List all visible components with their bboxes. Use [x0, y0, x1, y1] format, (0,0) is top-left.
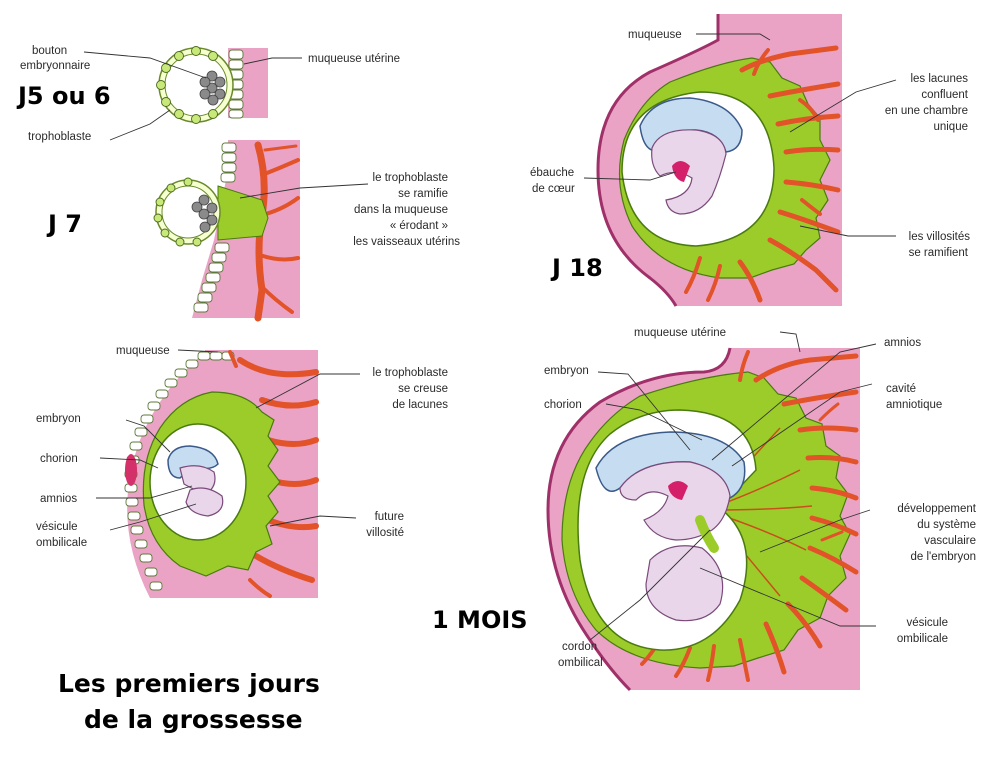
label-amnios-1-mois: amnios	[884, 337, 921, 349]
label-ramifie-5: les vaisseaux utérins	[353, 236, 460, 248]
label-creuse-3: de lacunes	[392, 399, 448, 411]
panel-j7	[153, 140, 300, 322]
label-cavite-2: amniotique	[886, 399, 942, 411]
heart-1-mois	[668, 481, 688, 500]
label-creuse-1: le trophoblaste	[373, 367, 448, 379]
label-cavite-1: cavité	[886, 383, 916, 395]
label-ramifie-4: « érodant »	[390, 220, 448, 232]
umbilical-cord-1-mois	[695, 515, 719, 553]
label-chorion-j12: chorion	[40, 453, 78, 465]
label-vesicule-1-mois-2: ombilicale	[897, 633, 948, 645]
label-amnios-j12: amnios	[40, 493, 77, 505]
label-ebauche-2: de cœur	[532, 183, 575, 195]
label-villosites-1: les villosités	[909, 231, 971, 243]
mucosa-membrane-1-mois	[546, 347, 732, 692]
embryonic-button-j7	[191, 194, 218, 233]
label-vesicule-1-mois-1: vésicule	[906, 617, 948, 629]
yolk-sac-1-mois	[645, 545, 724, 622]
label-muqueuse-j12: muqueuse	[116, 345, 170, 357]
label-villosites-2: se ramifient	[909, 247, 969, 259]
label-bouton-line2: embryonnaire	[20, 60, 90, 72]
page-title-line2: de la grossesse	[84, 705, 303, 734]
label-lacunes-2: confluent	[921, 89, 968, 101]
embryo-j18	[651, 129, 727, 215]
label-vesicule-j12-1: vésicule	[36, 521, 78, 533]
label-embryon-1-mois: embryon	[544, 365, 589, 377]
label-dev-2: du système	[917, 519, 976, 531]
label-bouton-line1: bouton	[32, 45, 67, 57]
panel-j12	[124, 350, 319, 598]
label-lacunes-1: les lacunes	[910, 73, 968, 85]
stage-label-j7: J 7	[46, 210, 82, 238]
label-lacunes-3: en une chambre	[885, 105, 968, 117]
uterine-vessels-j12	[228, 350, 319, 598]
heart-primordium-j18	[672, 161, 690, 182]
label-cordon-2: ombilical	[558, 657, 603, 669]
villi-vessels-1-mois	[640, 350, 859, 682]
label-future-2: villosité	[366, 527, 404, 539]
panel-j18	[596, 14, 842, 307]
mucosa-cells-j7	[193, 142, 237, 313]
villi-vessels-j18	[684, 45, 841, 303]
embryo-j12	[179, 465, 216, 495]
blood-clot-j12	[125, 454, 137, 486]
yolk-sac-j12	[185, 487, 224, 517]
label-creuse-2: se creuse	[398, 383, 448, 395]
stage-label-j5: J5 ou 6	[16, 82, 111, 110]
label-muqueuse-uterine-j5: muqueuse utérine	[308, 53, 400, 65]
page-title: Les premiers jours de la grossesse	[58, 669, 320, 734]
label-lacunes-4: unique	[933, 121, 968, 133]
annotation-labels: bouton embryonnaire muqueuse utérine tro…	[20, 29, 977, 669]
label-ramifie-2: se ramifie	[398, 188, 448, 200]
label-dev-1: développement	[897, 503, 976, 515]
leader-lines	[83, 33, 897, 641]
stage-labels: J5 ou 6 J 7 J 18 1 MOIS	[16, 82, 603, 634]
label-muqueuse-j18: muqueuse	[628, 29, 682, 41]
label-ebauche-1: ébauche	[530, 167, 574, 179]
page-title-line1: Les premiers jours	[58, 669, 320, 698]
stage-label-j18: J 18	[550, 254, 603, 282]
embryonic-button-j5	[199, 70, 226, 106]
label-muqueuse-uterine-1-mois: muqueuse utérine	[634, 327, 726, 339]
label-ramifie-1: le trophoblaste	[373, 172, 448, 184]
label-dev-4: de l'embryon	[911, 551, 976, 563]
mucosa-membrane-j18	[596, 14, 720, 307]
stage-label-1-mois: 1 MOIS	[432, 606, 528, 634]
label-vesicule-j12-2: ombilicale	[36, 537, 87, 549]
label-chorion-1-mois: chorion	[544, 399, 582, 411]
label-dev-3: vasculaire	[924, 535, 976, 547]
label-trophoblaste: trophoblaste	[28, 131, 91, 143]
panel-1-mois	[546, 347, 860, 692]
trophoblast-branches-j7	[217, 185, 269, 241]
label-cordon-1: cordon	[562, 641, 597, 653]
panel-j5	[156, 46, 268, 124]
label-ramifie-3: dans la muqueuse	[354, 204, 448, 216]
label-embryon-j12: embryon	[36, 413, 81, 425]
trophoblast-ring-j5	[156, 46, 218, 124]
label-future-1: future	[375, 511, 404, 523]
